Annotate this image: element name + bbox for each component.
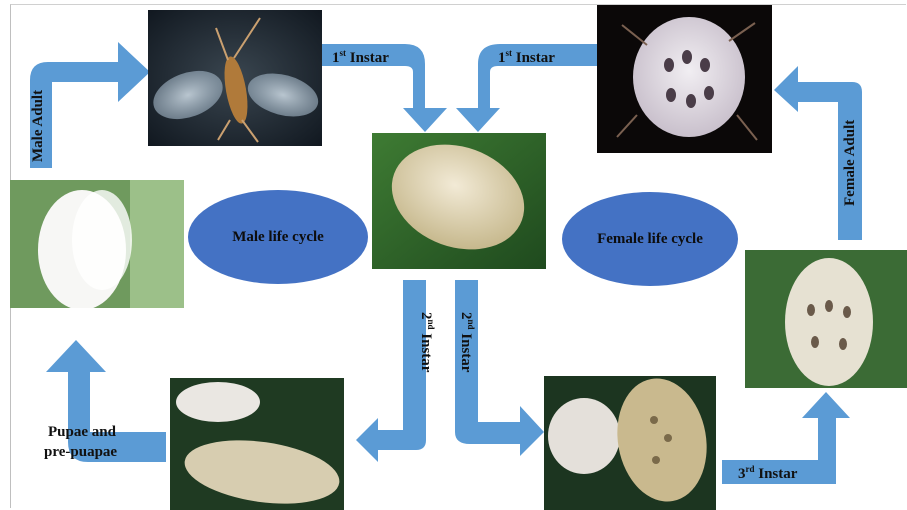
first-instar-right-label: 1st Instar: [498, 48, 555, 67]
male-adult-photo: [148, 10, 322, 146]
pupae-label-line2: pre-puapae: [44, 444, 117, 461]
male-adult-label: Male Adult: [30, 90, 47, 162]
second-instar-right-label: 2nd Instar: [457, 312, 476, 372]
female-life-cycle-label: Female life cycle: [597, 231, 703, 248]
male-life-cycle-ellipse: Male life cycle: [188, 190, 368, 284]
third-instar-photo: [745, 250, 907, 388]
pupae-label-line1: Pupae and: [48, 424, 116, 441]
male-life-cycle-label: Male life cycle: [232, 229, 324, 246]
first-instar-left-label: 1st Instar: [332, 48, 389, 67]
female-life-cycle-ellipse: Female life cycle: [562, 192, 738, 286]
second-instar-left-label: 2nd Instar: [417, 312, 436, 372]
third-instar-label: 3rd Instar: [738, 464, 797, 483]
arrow-cocoon-to-male-adult: [30, 42, 150, 168]
female-adult-photo: [597, 5, 772, 153]
cocoon-photo: [10, 180, 184, 308]
female-adult-label: Female Adult: [842, 120, 859, 206]
arrow-center-to-pupae: [356, 280, 426, 462]
pupae-photo: [170, 378, 344, 510]
second-instar-photo: [544, 376, 716, 510]
first-instar-nymph-photo: [372, 133, 546, 269]
